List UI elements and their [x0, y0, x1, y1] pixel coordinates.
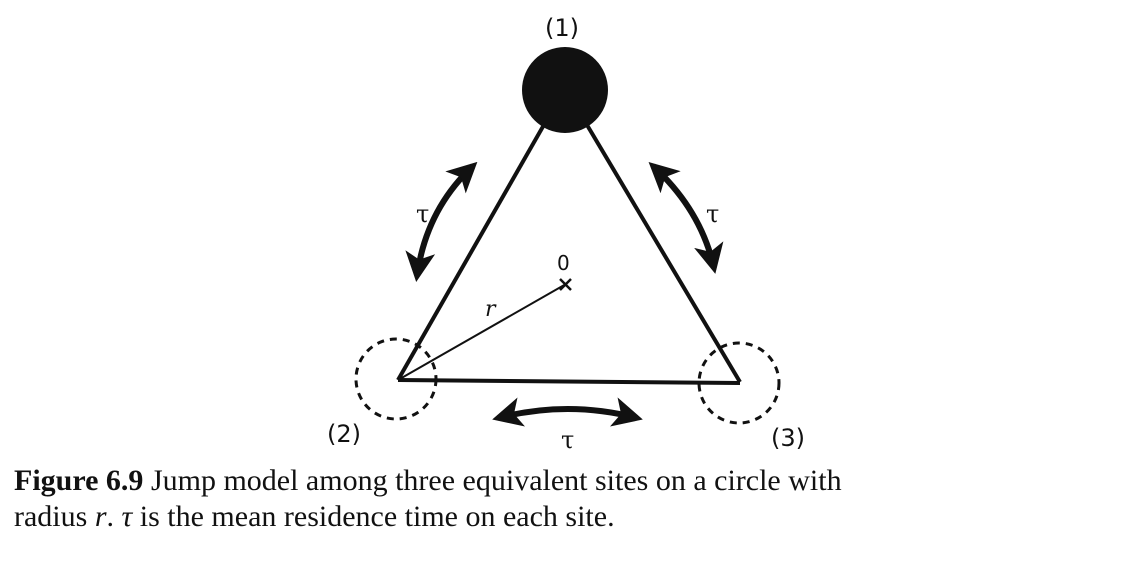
- tau-label-left: τ: [416, 200, 429, 228]
- caption-line2-end: is the mean residence time on each site.: [132, 500, 615, 533]
- caption-var-tau: τ: [121, 500, 133, 533]
- jump-arrow-left: [405, 161, 478, 282]
- caption-line2-mid: .: [106, 500, 122, 533]
- triangle-edge-left: [396, 87, 567, 381]
- site-2-label: (2): [327, 420, 361, 448]
- caption-line1-text: Jump model among three equivalent sites …: [143, 464, 842, 497]
- caption-line2-start: radius: [14, 500, 95, 533]
- triangle-edge-right: [563, 86, 742, 384]
- jump-arrow-bottom: [492, 397, 643, 427]
- triangle-edge-bottom: [397, 378, 741, 385]
- center-marker: [559, 278, 572, 291]
- jump-arrow-right: [648, 161, 724, 274]
- empty-site-2: [354, 337, 438, 421]
- site-1-label: (1): [545, 14, 579, 42]
- empty-site-3: [697, 341, 781, 425]
- tau-label-right: τ: [706, 200, 719, 228]
- figure-number: Figure 6.9: [14, 464, 144, 497]
- site-3-label: (3): [771, 424, 805, 452]
- radius-line: [397, 283, 567, 381]
- occupied-site-1: [522, 47, 608, 133]
- center-label: 0: [557, 251, 570, 275]
- radius-label: r: [485, 297, 497, 322]
- figure-caption: Figure 6.9 Jump model among three equiva…: [14, 463, 1124, 535]
- tau-label-bottom: τ: [561, 426, 574, 454]
- caption-var-r: r: [94, 500, 107, 533]
